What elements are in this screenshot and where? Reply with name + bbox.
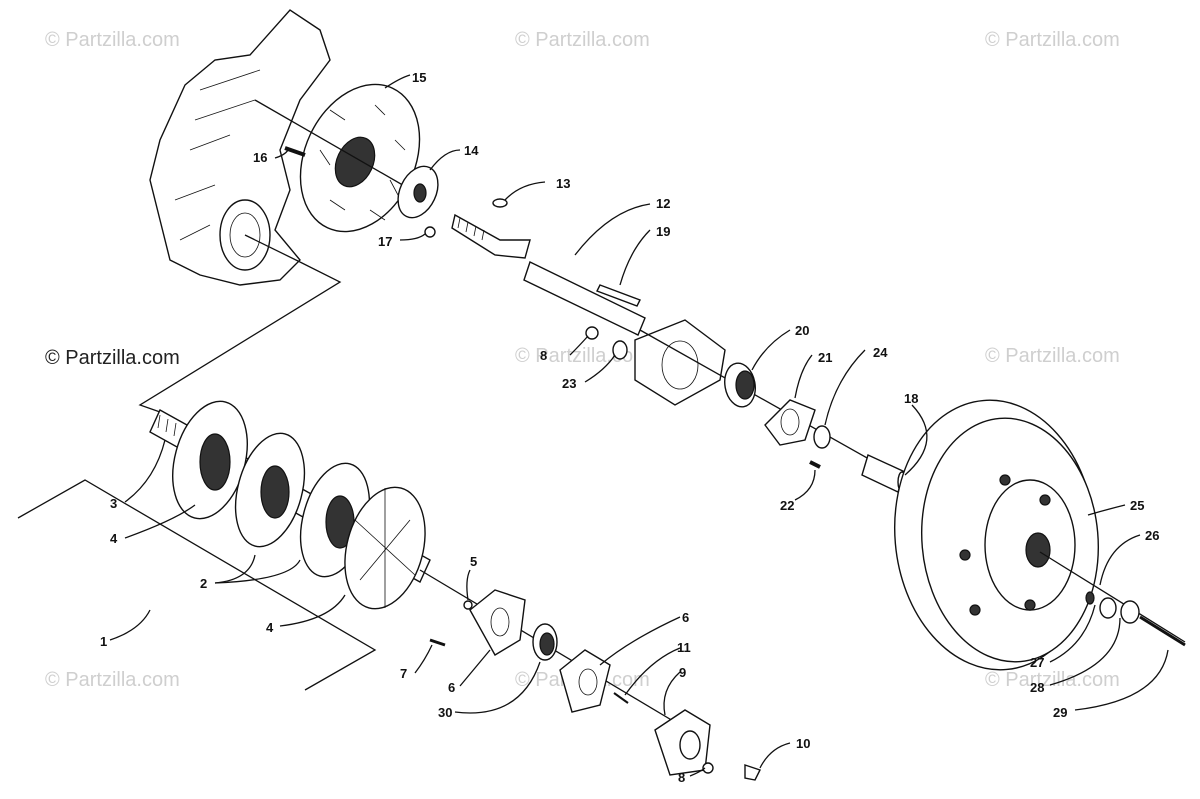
callout-8-upper: 8 (540, 348, 547, 363)
callout-11: 11 (677, 640, 691, 655)
watermark: © Partzilla.com (985, 345, 1120, 367)
watermark: © Partzilla.com (515, 29, 650, 51)
engine-case (138, 9, 342, 413)
callout-15: 15 (412, 70, 426, 85)
callout-24: 24 (873, 345, 888, 360)
callout-6-lower: 6 (448, 680, 455, 695)
lower-bearing-group (429, 589, 761, 781)
callout-2: 2 (200, 576, 207, 591)
watermark: © Partzilla.com (45, 29, 180, 51)
watermark-dark: © Partzilla.com (45, 347, 180, 369)
drive-shaft-assembly (149, 400, 706, 741)
leader-lines (109, 74, 1169, 777)
callout-22: 22 (780, 498, 794, 513)
flange-21 (764, 399, 816, 446)
callout-10: 10 (796, 736, 810, 751)
bearing-plate (634, 319, 726, 406)
watermark: © Partzilla.com (985, 29, 1120, 51)
callout-27: 27 (1030, 655, 1044, 670)
callouts: 15 14 13 12 19 16 17 8 23 20 21 24 18 22… (100, 70, 1159, 785)
callout-25: 25 (1130, 498, 1144, 513)
plate-6a (469, 589, 526, 656)
washer-24 (813, 425, 831, 449)
callout-3: 3 (110, 496, 117, 511)
callout-28: 28 (1030, 680, 1044, 695)
callout-13: 13 (556, 176, 570, 191)
bolt-22 (809, 460, 821, 469)
watermark: © Partzilla.com (515, 345, 650, 367)
plate-6b (559, 649, 611, 713)
callout-4-upper: 4 (110, 531, 118, 546)
nut-17 (424, 226, 436, 238)
nut-8 (585, 326, 599, 340)
callout-5: 5 (470, 554, 477, 569)
brake-disc (254, 83, 421, 233)
assembly-bracket (17, 479, 377, 691)
callout-29: 29 (1053, 705, 1067, 720)
callout-6-upper: 6 (682, 610, 689, 625)
callout-26: 26 (1145, 528, 1159, 543)
callout-14: 14 (464, 143, 479, 158)
callout-30: 30 (438, 705, 452, 720)
callout-9: 9 (679, 665, 686, 680)
bolt-16 (284, 146, 306, 157)
callout-4-lower: 4 (266, 620, 274, 635)
watermark: © Partzilla.com (45, 669, 180, 691)
callout-19: 19 (656, 224, 670, 239)
callout-1: 1 (100, 634, 107, 649)
callout-7: 7 (400, 666, 407, 681)
callout-17: 17 (378, 234, 392, 249)
washer-23 (612, 340, 628, 360)
callout-18: 18 (904, 391, 918, 406)
watermark: © Partzilla.com (985, 669, 1120, 691)
callout-12: 12 (656, 196, 670, 211)
hub-14 (397, 165, 439, 219)
sprocket-25 (893, 399, 1186, 671)
callout-21: 21 (818, 350, 832, 365)
key-19 (596, 284, 641, 307)
shaft-12 (451, 213, 646, 336)
callout-8-lower: 8 (678, 770, 685, 785)
key-13 (492, 198, 508, 208)
hardware-26-29 (1085, 591, 1186, 647)
bearing-20 (724, 362, 756, 408)
callout-20: 20 (795, 323, 809, 338)
callout-16: 16 (253, 150, 267, 165)
callout-23: 23 (562, 376, 576, 391)
